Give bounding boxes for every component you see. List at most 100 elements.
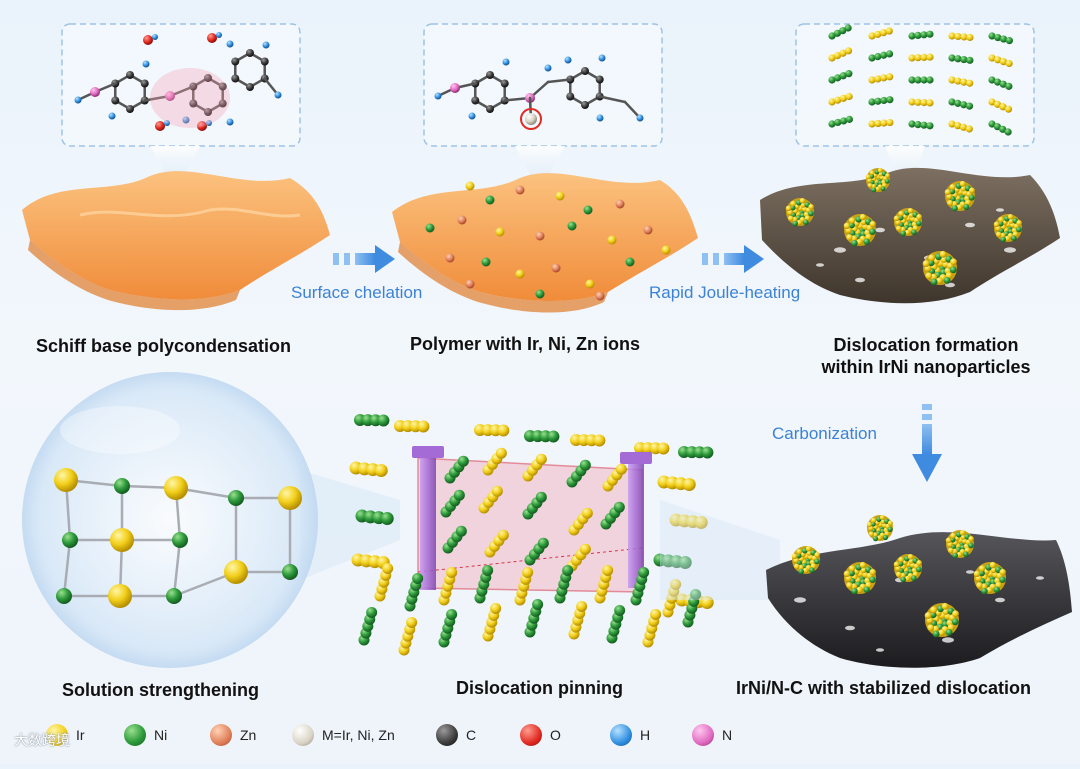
pore (816, 263, 824, 267)
caption-schiff-base: Schiff base polycondensation (36, 336, 292, 356)
nanoparticle-atom (851, 239, 858, 247)
hydrogen-atom (434, 92, 442, 100)
nanoparticle-atom (968, 542, 974, 549)
lattice-atom (886, 118, 894, 127)
nanoparticle-atom (796, 548, 802, 555)
nanoparticle-atom (895, 225, 902, 232)
nanoparticle-atom (898, 556, 904, 563)
nanoparticle-atom (785, 205, 792, 212)
lattice-atom (960, 55, 968, 64)
nanoparticle-atom (863, 586, 870, 593)
lattice-atom (988, 32, 996, 40)
legend-item-h: H (610, 724, 650, 746)
nanoparticle-atom (945, 537, 952, 544)
nitrogen-atom (450, 83, 460, 93)
nanoparticle-atom (863, 238, 870, 245)
rod-atom (535, 453, 547, 465)
arrow-carbonization (912, 404, 942, 482)
hydrogen-atom (274, 91, 282, 99)
nanoparticle-atom (939, 250, 947, 258)
lattice-atom (926, 30, 934, 38)
lattice-atom (948, 32, 956, 40)
nanoparticle-atom (879, 514, 885, 521)
lattice-atom (886, 73, 894, 81)
nanoparticle-atom (793, 563, 800, 570)
lattice-atom (966, 79, 974, 87)
rod-atom (522, 566, 534, 578)
ion-atom (555, 191, 565, 201)
nanoparticle-atom (869, 170, 875, 176)
nanoparticle-atom (869, 568, 876, 576)
pore (794, 597, 806, 603)
nanoparticle-atom (911, 575, 917, 582)
lattice-bond (172, 539, 182, 597)
legend-label: M=Ir, Ni, Zn (322, 727, 395, 743)
arrow-joule-heating (702, 245, 764, 273)
caption-dislocation-line1: Dislocation formation (833, 335, 1019, 355)
nanoparticle-atom (911, 229, 917, 236)
nanoparticle-atom (880, 518, 886, 525)
ni-atom (62, 532, 78, 548)
carbon-atom (581, 101, 589, 109)
lattice-atom (914, 120, 922, 129)
n-atom-icon (692, 724, 714, 746)
nanoparticle-atom (990, 566, 997, 574)
lattice-atom (834, 74, 842, 82)
lattice-atom (920, 76, 928, 84)
nanoparticle-atom (897, 560, 904, 567)
lattice-atom (999, 103, 1007, 111)
nanoparticle-atom (951, 618, 959, 626)
lattice-atom (844, 24, 852, 32)
nanoparticle-atom (973, 570, 981, 578)
solution-bubble (22, 372, 400, 668)
nanoparticle-atom (800, 202, 807, 208)
nanoparticle-atom (981, 587, 988, 595)
carbon-atom (581, 67, 589, 75)
lattice-atom (966, 56, 974, 64)
rod-atom (602, 564, 614, 576)
nanoparticle-atom (927, 624, 935, 632)
carbon-atom (595, 75, 604, 84)
lattice-atom (839, 94, 848, 102)
nanoparticle-atom (932, 630, 940, 638)
nanoparticle-atom (999, 568, 1006, 576)
lattice-atom (844, 47, 853, 55)
lattice-atom (885, 50, 894, 58)
carbon-atom (126, 71, 134, 79)
carbon-atom (260, 57, 269, 66)
lattice-atom (988, 98, 996, 106)
nanoparticle-atom (960, 534, 967, 540)
lattice-atom (868, 98, 876, 106)
lattice-atom (999, 125, 1007, 133)
nanoparticle-atom (924, 612, 932, 619)
lattice-atom (874, 75, 882, 83)
lattice-atom (828, 32, 836, 40)
oxygen-atom (143, 35, 153, 45)
rod-atom (562, 564, 574, 576)
nanoparticle-atom (1011, 235, 1017, 242)
carbon-atom (189, 99, 198, 108)
pore (876, 648, 884, 652)
ion-atom (515, 269, 525, 279)
ion-atom (583, 205, 593, 215)
molecule-panel-2 (423, 23, 663, 192)
rod-atom (678, 556, 692, 570)
legend-item-c: C (436, 724, 476, 746)
lattice-atom (839, 27, 847, 35)
legend-item-ni: Ni (124, 724, 167, 746)
carbon-atom (204, 108, 212, 116)
nanoparticle-atom (895, 571, 902, 578)
nanoparticle-atom (952, 610, 959, 618)
pore (966, 570, 974, 574)
nanoparticle-atom (814, 558, 820, 565)
lattice-atom (954, 32, 962, 41)
rod-atom (581, 507, 593, 519)
lattice-atom (914, 98, 922, 106)
rod-atom (579, 543, 591, 555)
pore (942, 637, 954, 643)
nanoparticle-atom (968, 536, 974, 542)
lattice-atom (886, 96, 894, 104)
rod-atom (613, 501, 625, 513)
lattice-atom (988, 54, 996, 62)
